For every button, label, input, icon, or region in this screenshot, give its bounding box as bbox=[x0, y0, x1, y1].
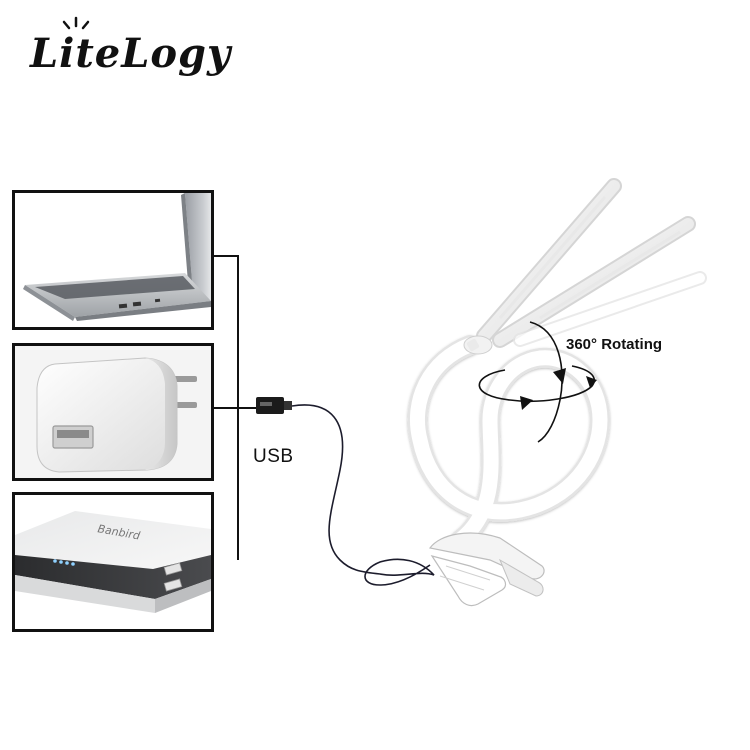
laptop-panel bbox=[12, 190, 214, 330]
usb-label: USB bbox=[253, 446, 294, 467]
laptop-image bbox=[15, 193, 211, 327]
brand-logo: LiteLogy bbox=[26, 16, 286, 77]
clamp-clip bbox=[428, 532, 545, 607]
rotation-label: 360° Rotating bbox=[566, 336, 663, 353]
brand-logo-text: LiteLogy bbox=[30, 30, 232, 77]
lamp-arm-3 bbox=[513, 271, 707, 347]
rotation-arrows-icon bbox=[478, 321, 597, 443]
power-bank-image: Banbird bbox=[15, 495, 211, 629]
wall-adapter-image bbox=[15, 346, 211, 478]
usb-plug-icon bbox=[256, 397, 292, 414]
lamp-arm-1 bbox=[476, 178, 622, 344]
light-rays-icon bbox=[62, 16, 90, 30]
power-bank-panel: Banbird bbox=[12, 492, 214, 632]
connector-bracket bbox=[214, 255, 240, 560]
wall-adapter-panel bbox=[12, 343, 214, 481]
lamp-arm-2 bbox=[492, 216, 696, 348]
